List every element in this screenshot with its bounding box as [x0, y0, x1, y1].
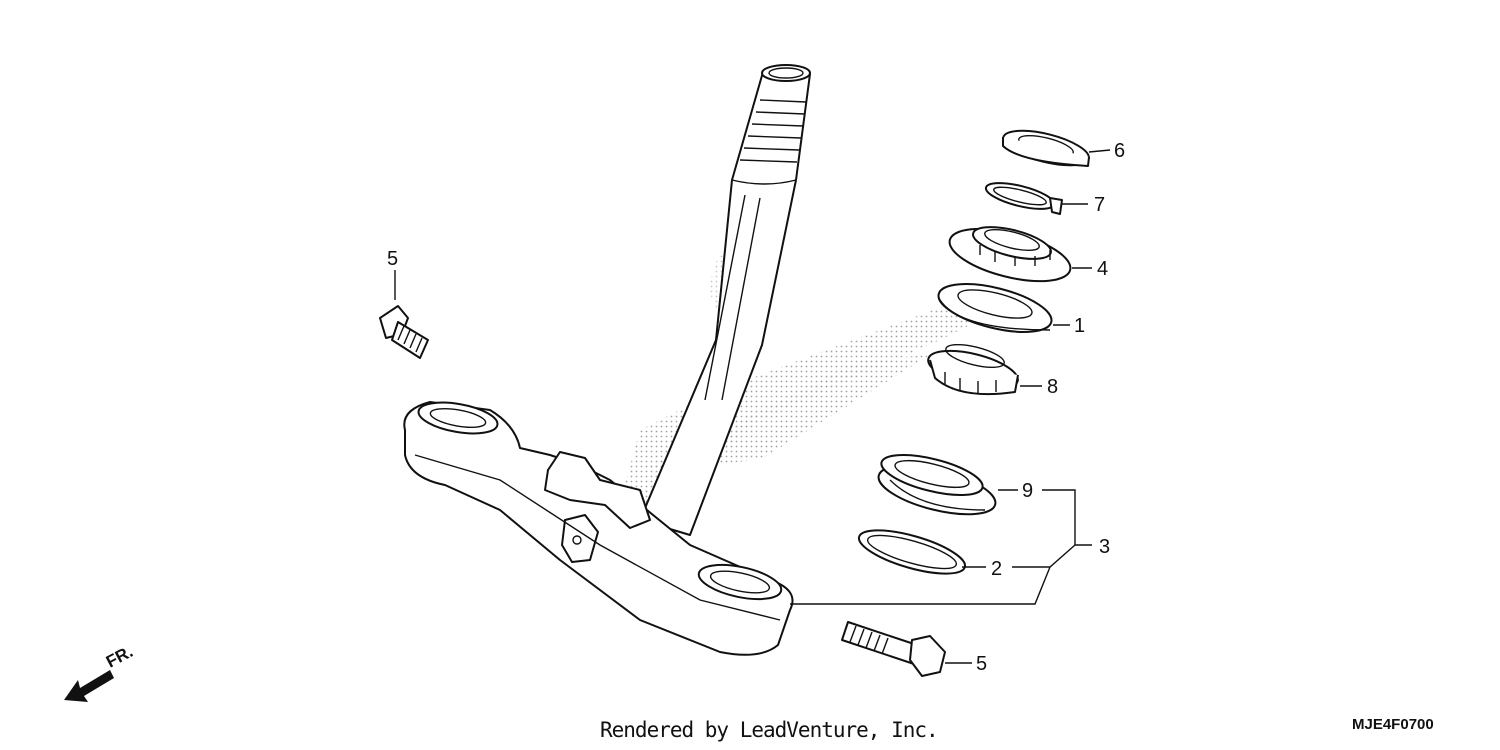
adjusting-nut-part-4	[948, 226, 1072, 283]
lock-nut-part-6	[1002, 129, 1090, 167]
leader-lines	[394, 149, 1111, 664]
bolt-lower-part-5	[841, 621, 946, 677]
steering-stem	[639, 64, 811, 536]
callout-5-upper: 5	[387, 248, 398, 270]
callout-9: 9	[1022, 480, 1033, 502]
callout-2: 2	[991, 558, 1002, 580]
bolt-upper-part-5	[379, 305, 429, 359]
callout-7: 7	[1094, 194, 1105, 216]
callout-8: 8	[1047, 376, 1058, 398]
callout-5-lower: 5	[976, 653, 987, 675]
callout-6: 6	[1114, 140, 1125, 162]
upper-race-part-1	[937, 283, 1053, 333]
front-direction-arrow-icon: FR.	[64, 642, 136, 702]
diagram-code: MJE4F0700	[1352, 716, 1434, 733]
footer-credit: Rendered by LeadVenture, Inc.	[600, 718, 939, 742]
front-label: FR.	[103, 642, 136, 672]
dust-seal-part-2	[857, 529, 967, 575]
callout-4: 4	[1097, 258, 1108, 280]
callout-3: 3	[1099, 536, 1110, 558]
bottom-bridge	[403, 401, 794, 656]
upper-bearing-part-8	[927, 343, 1019, 396]
lock-washer-part-7	[984, 182, 1063, 215]
callout-1: 1	[1074, 315, 1085, 337]
lower-bearing-part-9	[877, 454, 997, 516]
